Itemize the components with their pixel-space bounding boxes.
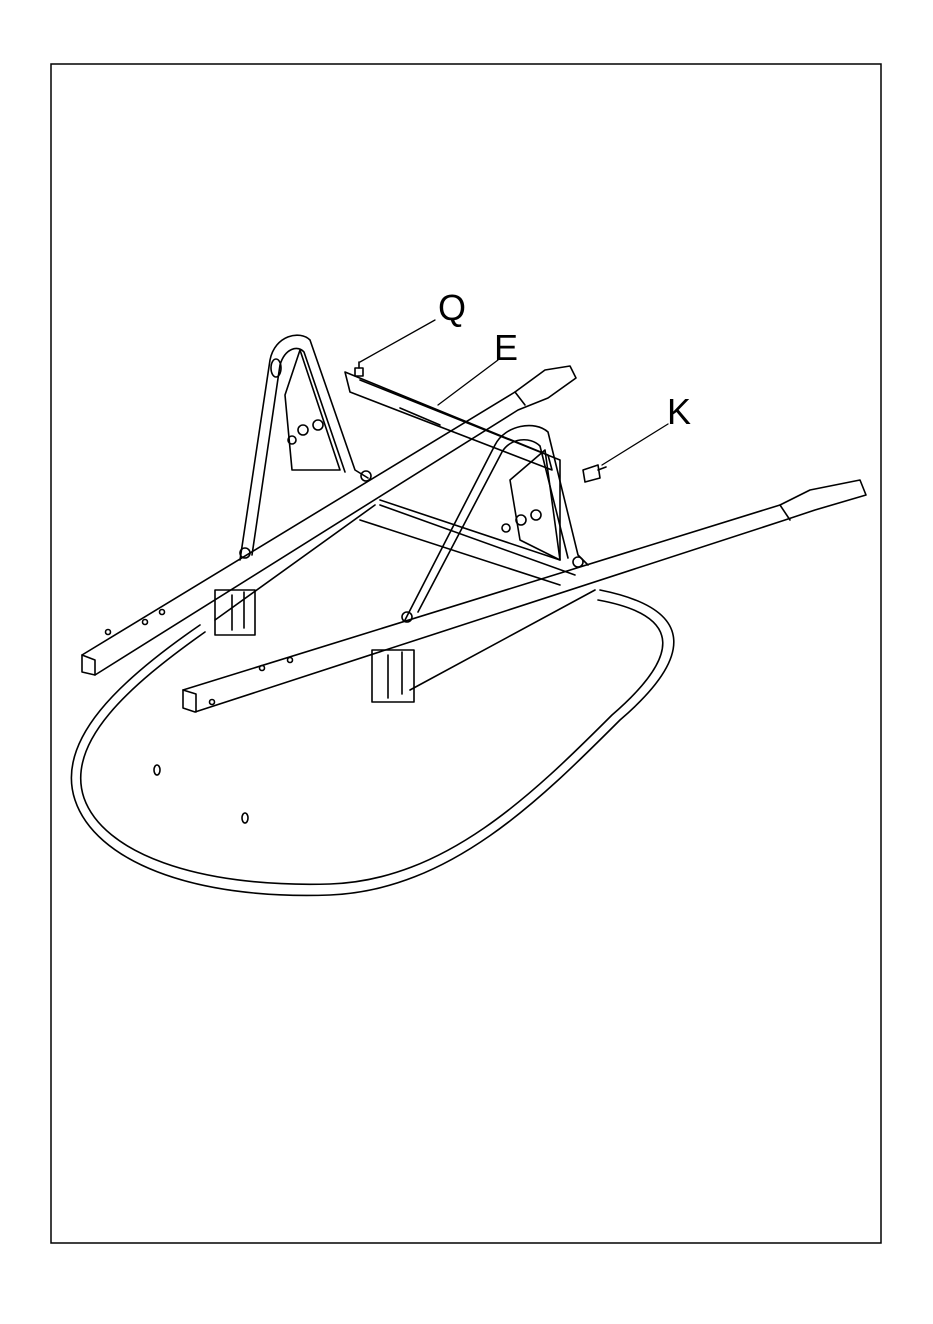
handle-left-hole-1 xyxy=(106,630,111,635)
leg-right-block xyxy=(372,650,414,702)
handle-right-hole-1 xyxy=(210,700,215,705)
bolt-left-2 xyxy=(313,420,323,430)
tray-hole-1 xyxy=(154,765,160,775)
bolt-right-1 xyxy=(516,515,526,525)
wheelbarrow-frame-drawing xyxy=(71,320,866,895)
pin-k xyxy=(583,465,606,482)
leg-left-outer xyxy=(240,335,368,560)
handle-right-tube xyxy=(183,480,866,712)
diagonal-brace-left xyxy=(215,505,375,620)
handle-left-hole-2 xyxy=(143,620,148,625)
handle-left-grip-line xyxy=(515,392,525,405)
cross-bar-rear xyxy=(360,520,560,585)
bolt-left-1 xyxy=(298,425,308,435)
leader-e xyxy=(438,360,498,405)
leader-q xyxy=(360,320,435,362)
leader-k xyxy=(602,424,668,465)
tray-inner-outline xyxy=(81,600,663,884)
label-e: E xyxy=(494,327,518,368)
handle-left-tube xyxy=(82,366,576,675)
handle-right-hole-2 xyxy=(260,666,265,671)
bolt-right-3 xyxy=(502,524,510,532)
axle-slot xyxy=(400,408,440,425)
leg-right-plate xyxy=(510,450,560,560)
handle-left-hole-3 xyxy=(160,610,165,615)
tray-hole-2 xyxy=(242,813,248,823)
handle-right-hole-3 xyxy=(288,658,293,663)
handle-right-grip-line xyxy=(780,505,790,520)
cross-bar-front xyxy=(380,505,575,575)
bolt-q xyxy=(355,362,363,376)
nut-right-top xyxy=(573,557,583,567)
label-q: Q xyxy=(438,287,466,328)
leg-right-block-detail xyxy=(388,652,402,698)
bolt-right-2 xyxy=(531,510,541,520)
leg-left-block-detail xyxy=(232,592,244,630)
leg-left-plate xyxy=(285,350,340,470)
label-k: K xyxy=(667,391,691,432)
diagonal-brace-right xyxy=(410,590,595,690)
